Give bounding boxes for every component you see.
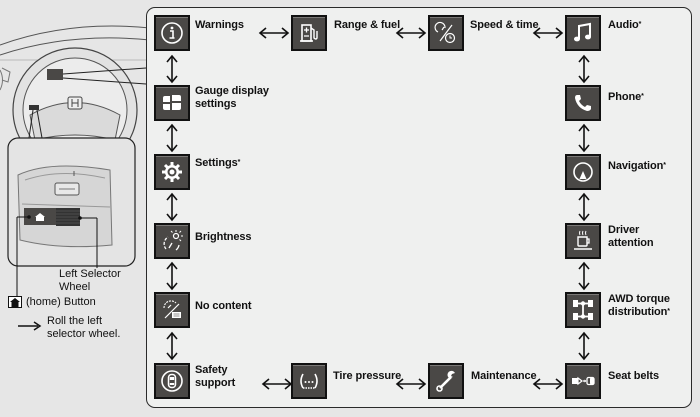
audio-label: Audio*	[608, 19, 641, 32]
tire-pressure-icon	[300, 373, 318, 389]
safety-support-line1: Safety	[195, 364, 228, 376]
brightness-label: Brightness	[195, 231, 252, 243]
settings-label: Settings*	[195, 157, 240, 170]
awd-torque-distribution-button[interactable]	[565, 292, 601, 328]
gauge-display-marker	[47, 69, 63, 80]
warnings-label: Warnings	[195, 19, 244, 31]
display-menu-panel	[146, 7, 692, 408]
range-fuel-button[interactable]	[291, 15, 327, 51]
info-icon	[161, 22, 183, 44]
wheel-label-line1: Left Selector	[59, 268, 121, 280]
coffee-cup-icon	[574, 230, 592, 250]
navigation-icon	[573, 162, 593, 182]
safety-support-label: Safety support	[195, 364, 235, 390]
driver-attention-line2: attention	[608, 237, 654, 249]
seat-belt-icon	[572, 376, 595, 386]
navigation-asterisk: *	[663, 162, 666, 169]
warnings-button[interactable]	[154, 15, 190, 51]
safety-car-icon	[161, 370, 183, 392]
audio-button[interactable]	[565, 15, 601, 51]
phone-asterisk: *	[641, 93, 644, 100]
gauge-layout-icon	[163, 95, 181, 110]
gear-icon	[162, 162, 182, 182]
roll-arrow-icon	[18, 321, 42, 331]
tire-pressure-label: Tire pressure	[333, 370, 402, 382]
navigation-label: Navigation*	[608, 160, 666, 173]
home-icon	[8, 296, 22, 308]
settings-button[interactable]	[154, 154, 190, 190]
no-content-label: No content	[195, 300, 252, 312]
phone-label-text: Phone	[608, 91, 642, 103]
driver-attention-button[interactable]	[565, 223, 601, 259]
fuel-pump-icon	[300, 24, 318, 42]
awd-torque-line1: AWD torque	[608, 293, 670, 305]
awd-torque-asterisk: *	[667, 308, 670, 315]
seat-belts-label: Seat belts	[608, 370, 659, 382]
speed-time-label: Speed & time	[470, 19, 539, 31]
roll-line1: Roll the left	[47, 315, 103, 327]
wheel-label-line2: Wheel	[59, 281, 91, 293]
brightness-button[interactable]	[154, 223, 190, 259]
range-fuel-label: Range & fuel	[334, 19, 401, 31]
awd-torque-line2: distribution	[608, 306, 668, 318]
phone-label: Phone*	[608, 91, 644, 104]
driver-attention-label: Driver attention	[608, 224, 654, 250]
home-button-label: (home) Button	[26, 296, 96, 308]
switch-closeup-inset	[7, 137, 136, 267]
gauge-display-settings-button[interactable]	[154, 85, 190, 121]
awd-torque-line2-wrap: distribution*	[608, 306, 670, 319]
safety-support-line2: support	[195, 377, 236, 389]
driver-attention-line1: Driver	[608, 224, 640, 236]
music-note-icon	[574, 22, 591, 42]
phone-button[interactable]	[565, 85, 601, 121]
settings-label-text: Settings	[195, 157, 238, 169]
gauge-display-line2: settings	[195, 98, 237, 110]
no-content-button[interactable]	[154, 292, 190, 328]
audio-asterisk: *	[638, 21, 642, 28]
navigation-label-text: Navigation	[608, 160, 664, 172]
speed-time-button[interactable]	[428, 15, 464, 51]
seat-belts-button[interactable]	[565, 363, 601, 399]
brightness-icon	[163, 230, 183, 251]
maintenance-button[interactable]	[428, 363, 464, 399]
steering-wheel-illustration	[0, 25, 150, 331]
navigation-button[interactable]	[565, 154, 601, 190]
steering-switch-marker	[29, 105, 39, 110]
home-icon	[35, 213, 45, 221]
no-content-icon	[163, 300, 181, 319]
maintenance-label: Maintenance	[471, 370, 537, 382]
settings-asterisk: *	[237, 159, 241, 166]
audio-label-text: Audio	[608, 19, 639, 31]
wrench-icon	[436, 370, 455, 392]
awd-torque-label: AWD torque distribution*	[608, 293, 670, 319]
speed-clock-icon	[434, 21, 456, 44]
safety-support-button[interactable]	[154, 363, 190, 399]
phone-icon	[575, 95, 591, 111]
awd-icon	[573, 300, 593, 320]
roll-instruction: Roll the left selector wheel.	[47, 315, 120, 341]
tire-pressure-button[interactable]	[291, 363, 327, 399]
roll-line2: selector wheel.	[47, 328, 121, 340]
gauge-display-line1: Gauge display	[195, 85, 269, 97]
left-selector-wheel-label: Left Selector Wheel	[59, 268, 121, 294]
gauge-display-label: Gauge display settings	[195, 85, 269, 111]
